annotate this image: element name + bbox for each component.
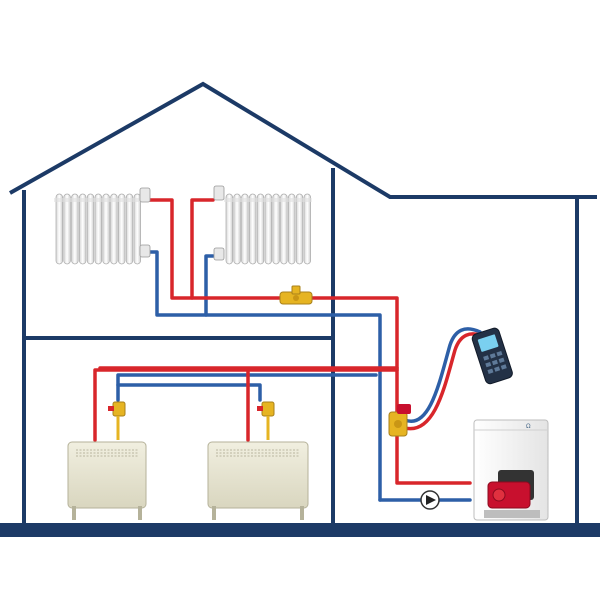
radiator-column — [79, 193, 87, 265]
radiator-column — [133, 193, 141, 265]
circulation-pump — [420, 490, 440, 510]
house-outline — [9, 81, 597, 530]
radiator-column — [256, 193, 265, 265]
radiator-column — [241, 193, 249, 265]
radiator-column — [225, 193, 233, 265]
radiator-column — [280, 193, 288, 265]
radiator-column — [94, 193, 102, 265]
convector-left-valve — [108, 401, 126, 440]
radiator-column — [86, 193, 95, 265]
balancing-valve-attic — [279, 285, 313, 305]
convector-right-valve — [257, 401, 275, 440]
radiator-column — [272, 193, 280, 265]
convector-right-grille — [216, 449, 300, 457]
radiator-column — [71, 193, 79, 265]
boiler-badge: Ω — [526, 423, 531, 430]
radiator-column — [303, 193, 311, 265]
radiator-column — [102, 193, 110, 265]
radiator-column — [55, 193, 63, 265]
radiator-left — [54, 187, 151, 265]
radiator-column — [125, 193, 134, 265]
radiator-column — [264, 193, 272, 265]
house-roof — [9, 81, 597, 199]
radiator-column — [295, 193, 304, 265]
convector-left — [67, 441, 147, 520]
ground-slab — [0, 523, 600, 537]
radiator-column — [233, 193, 241, 265]
radiator-column — [110, 193, 118, 265]
radiator-column — [118, 193, 126, 265]
radiator-right-columns — [224, 193, 312, 265]
return-pipes — [116, 250, 482, 502]
boiler: Ω — [473, 419, 549, 521]
convector-right — [207, 441, 309, 520]
radiator-column — [288, 193, 296, 265]
radiator-column — [63, 193, 71, 265]
radiator-left-columns — [54, 193, 142, 265]
flow-meter — [471, 327, 513, 385]
radiator-column — [249, 193, 257, 265]
balancing-valve-main — [388, 404, 411, 437]
radiator-right — [213, 185, 312, 265]
